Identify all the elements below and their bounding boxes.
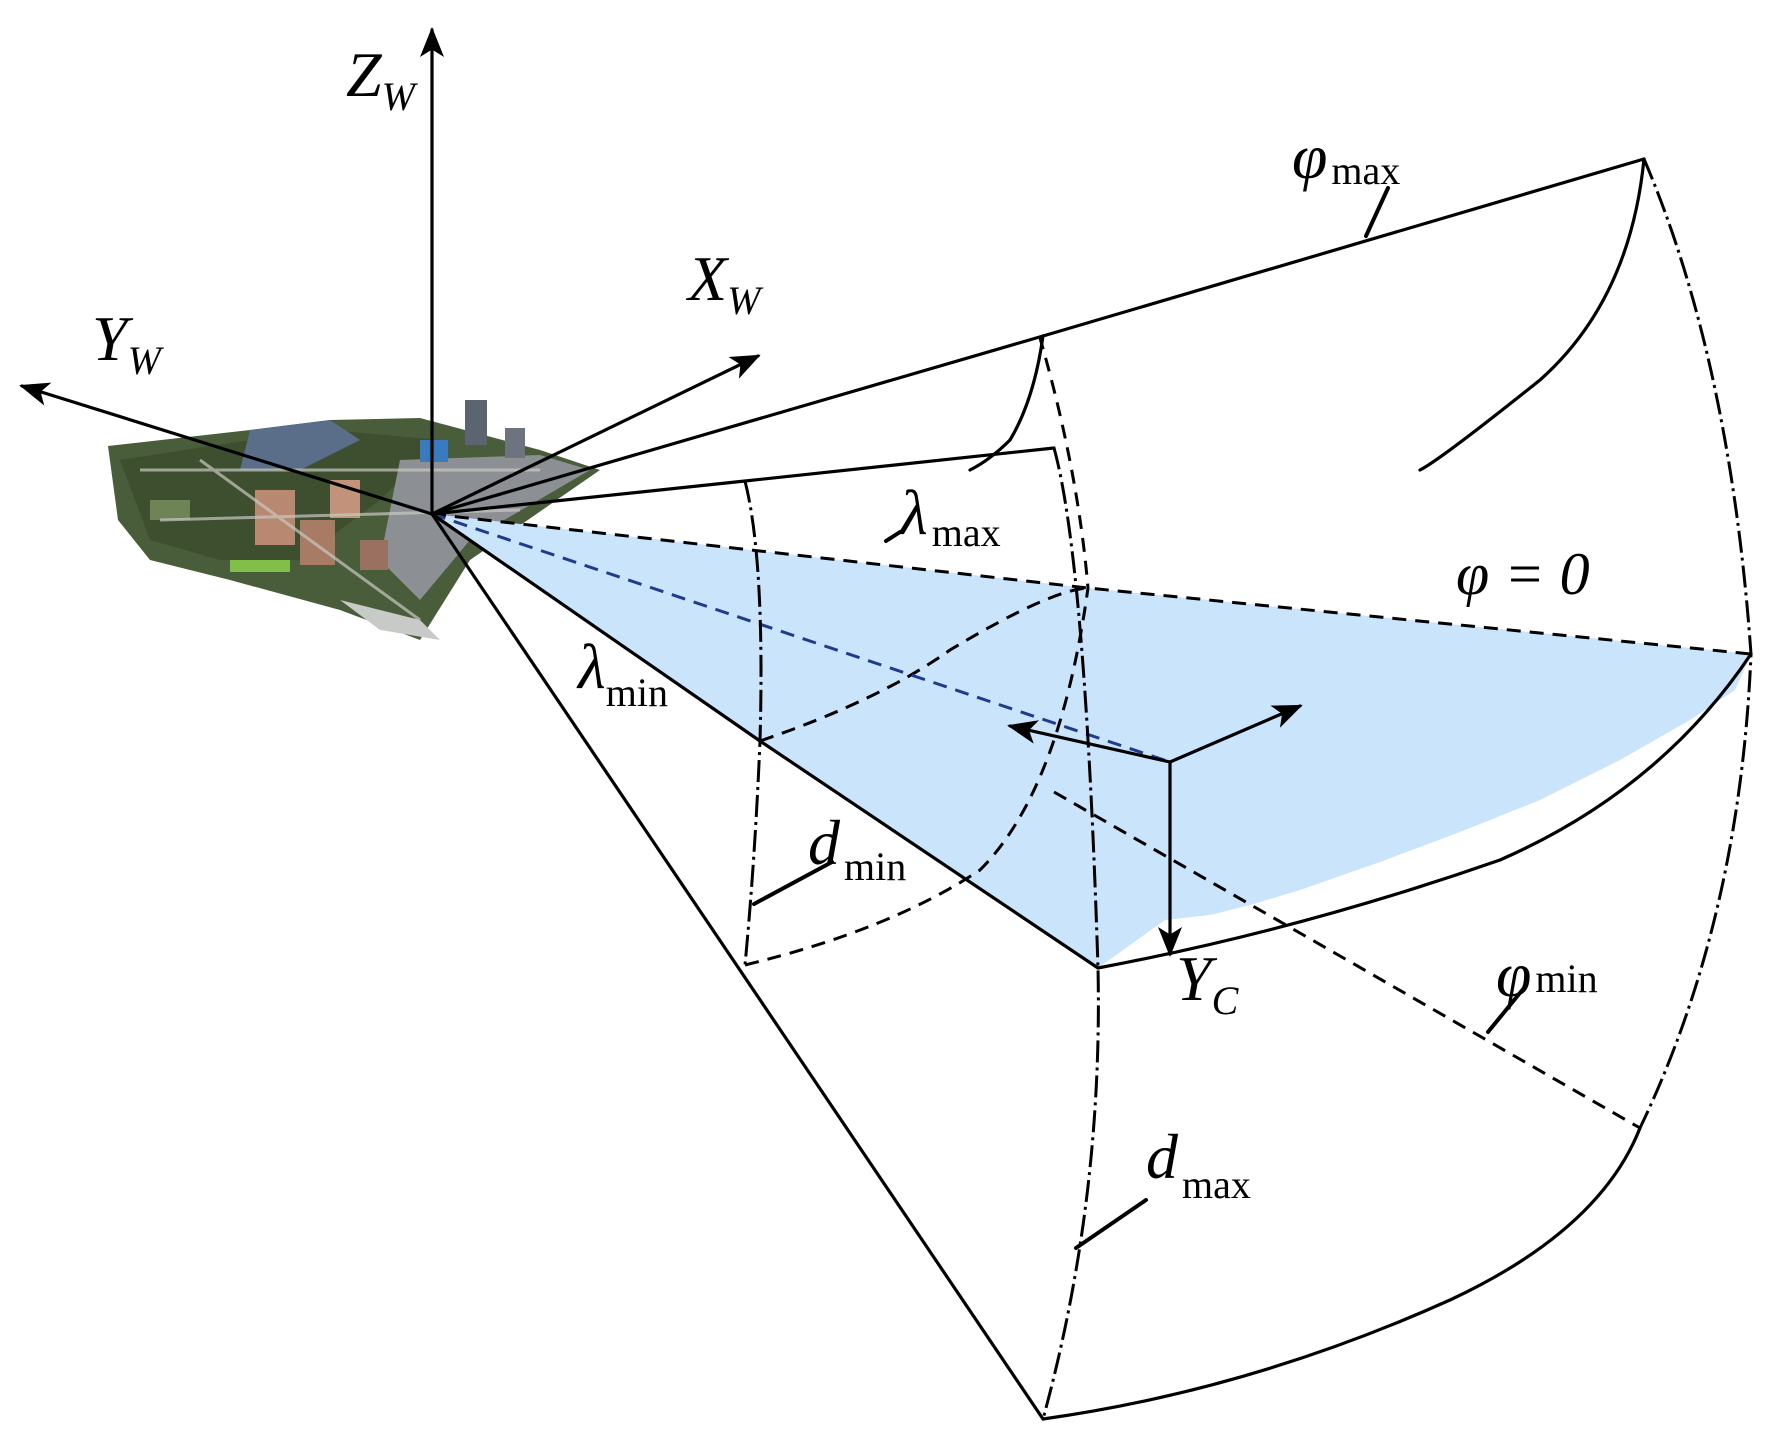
dashed-lines bbox=[431, 337, 1752, 1130]
x-world-label: XW bbox=[685, 243, 764, 323]
distance-arcs bbox=[743, 158, 1753, 1420]
x-axis-arrow bbox=[430, 354, 761, 516]
frustum-edges bbox=[430, 157, 1753, 1421]
camera-axes bbox=[1007, 704, 1303, 957]
y-axis-arrow bbox=[19, 382, 434, 516]
phi-zero-label: φ = 0 bbox=[1456, 541, 1590, 607]
y-world-label: YW bbox=[92, 303, 165, 383]
z-world-label: ZW bbox=[346, 39, 419, 119]
optical-axis bbox=[431, 512, 1171, 764]
leader-lines bbox=[752, 186, 1526, 1250]
lambda-min-label: λmin bbox=[576, 631, 668, 715]
y-camera-label: YC bbox=[1176, 943, 1240, 1023]
city-scene-image bbox=[108, 400, 600, 640]
world-axes bbox=[19, 27, 761, 516]
